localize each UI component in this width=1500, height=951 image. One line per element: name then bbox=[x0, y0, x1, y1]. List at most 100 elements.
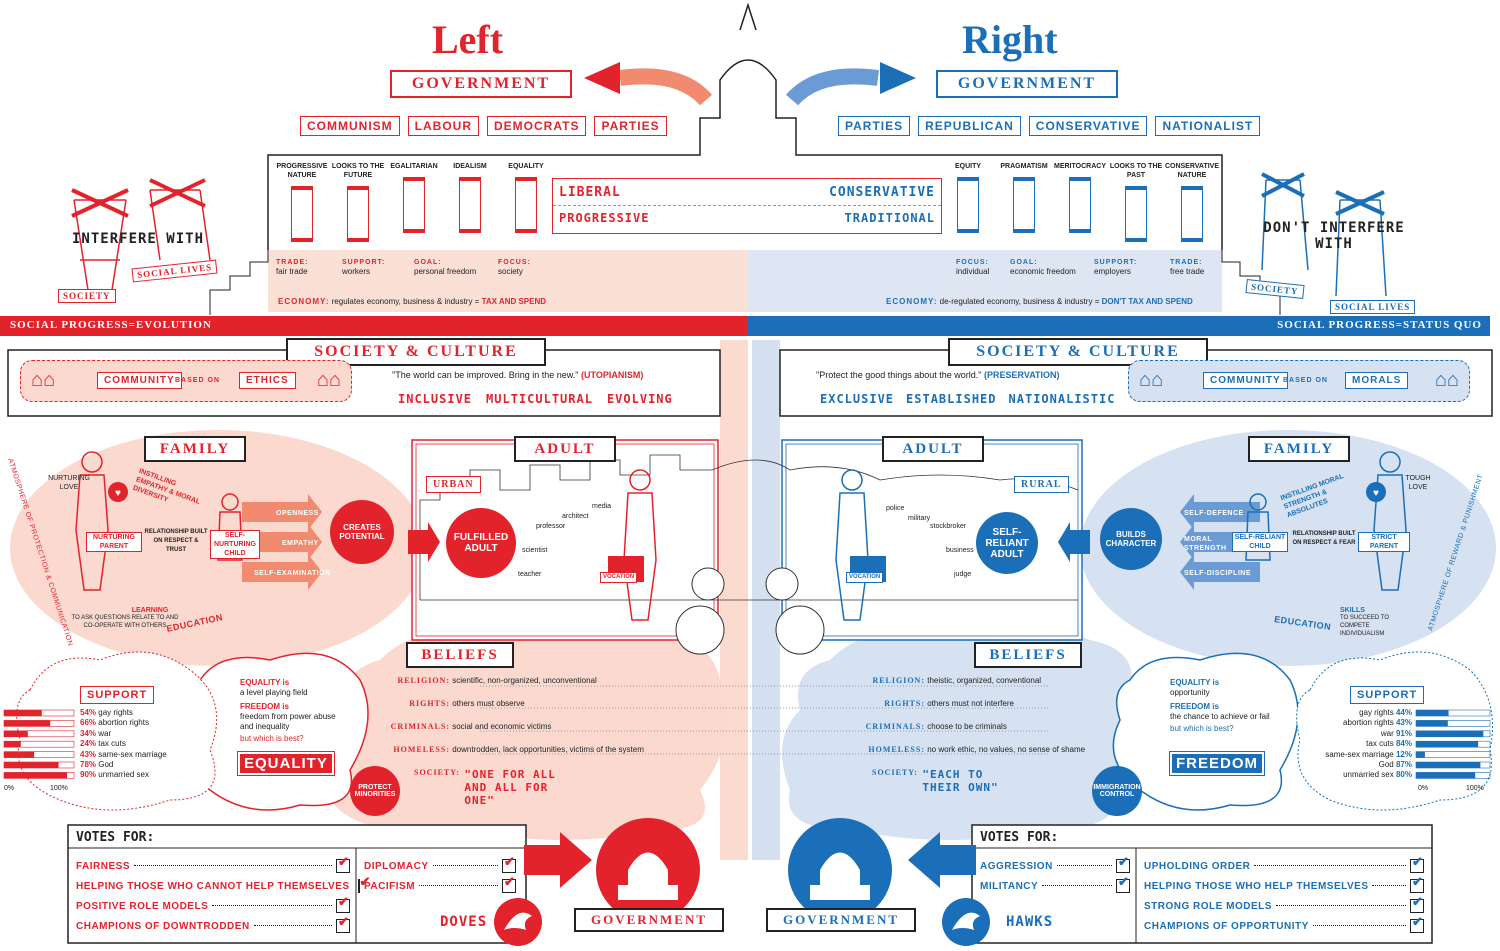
job-label: professor bbox=[536, 523, 566, 530]
doves-label: DOVES bbox=[440, 914, 488, 930]
step-item: FOCUS:individual bbox=[956, 259, 990, 276]
self-nurturing-child-label: SELF-NURTURING CHILD bbox=[210, 530, 260, 559]
right-votes-for-label: VOTES FOR: bbox=[980, 830, 1059, 845]
right-society-belief: SOCIETY: "EACH TO THEIR OWN" bbox=[872, 768, 999, 794]
community-tag: COMMUNITY bbox=[1203, 372, 1288, 389]
learning-text: TO ASK QUESTIONS RELATE TO AND CO-OPERAT… bbox=[71, 615, 179, 629]
social-lives-tag-right: SOCIAL LIVES bbox=[1330, 300, 1416, 314]
left-equality-text: EQUALITY is a level playing field FREEDO… bbox=[240, 678, 336, 743]
left-social-progress-band: SOCIAL PROGRESS=EVOLUTION bbox=[0, 316, 748, 336]
step-item: FOCUS:society bbox=[498, 259, 531, 276]
right-beliefs-banner: BELIEFS bbox=[974, 642, 1082, 668]
society-tag-left: SOCIETY bbox=[58, 289, 116, 303]
step-item: TRADE:free trade bbox=[1170, 259, 1205, 276]
support-bar bbox=[1416, 720, 1448, 727]
empathy-arrow-label: EMPATHY bbox=[282, 540, 319, 547]
self-defence-arrow-label: SELF-DEFENCE bbox=[1184, 510, 1244, 517]
pillar: EQUALITY bbox=[498, 162, 554, 242]
party-tag: PARTIES bbox=[838, 116, 911, 136]
support-row: gay rights 44% bbox=[1359, 708, 1412, 717]
conservative-label: CONSERVATIVE bbox=[829, 185, 935, 200]
left-parties: COMMUNISM LABOUR DEMOCRATS PARTIES bbox=[300, 116, 667, 136]
left-bottom-government-banner: GOVERNMENT bbox=[574, 908, 724, 932]
belief-row: CRIMINALS: choose to be criminals bbox=[865, 722, 1007, 731]
ideology-box: LIBERAL PROGRESSIVE CONSERVATIVE TRADITI… bbox=[552, 178, 942, 234]
traditional-label: TRADITIONAL bbox=[844, 211, 935, 225]
check-icon: ✔ bbox=[1410, 894, 1424, 913]
pillar: CONSERVATIVE NATURE bbox=[1164, 162, 1220, 242]
party-tag: COMMUNISM bbox=[300, 116, 400, 136]
trait: INCLUSIVE bbox=[398, 392, 473, 406]
right-steps: FOCUS:individual GOAL:economic freedom S… bbox=[956, 258, 1224, 277]
check-icon: ✔ bbox=[336, 854, 350, 873]
support-row: same-sex marriage 12% bbox=[1325, 749, 1412, 759]
support-row: God 87% bbox=[1378, 760, 1412, 770]
left-relationship-label: RELATIONSHIP BUILT ON RESPECT & TRUST bbox=[144, 529, 208, 553]
right-quote: "Protect the good things about the world… bbox=[816, 370, 1060, 380]
belief-row: RELIGION: scientific, non-organized, unc… bbox=[397, 676, 597, 685]
support-row: 66% abortion rights bbox=[80, 718, 149, 728]
left-beliefs-banner: BELIEFS bbox=[406, 642, 514, 668]
equality-answer: EQUALITY bbox=[237, 751, 335, 776]
support-bar bbox=[1416, 741, 1479, 748]
party-tag: CONSERVATIVE bbox=[1028, 116, 1148, 136]
liberal-label: LIBERAL bbox=[559, 185, 621, 200]
right-votes-list-2: UPHOLDING ORDER✔ HELPING THOSE WHO HELP … bbox=[1144, 854, 1424, 936]
vote-item: CHAMPIONS OF DOWNTRODDEN✔ bbox=[76, 914, 350, 933]
job-label: business bbox=[946, 547, 974, 554]
party-tag: REPUBLICAN bbox=[918, 116, 1021, 136]
based-on-label: BASED ON bbox=[175, 377, 220, 384]
support-bar bbox=[4, 751, 35, 758]
vote-item: POSITIVE ROLE MODELS✔ bbox=[76, 894, 350, 913]
left-economy: ECONOMY: regulates economy, business & i… bbox=[278, 297, 547, 306]
moral-strength-arrow-label: MORAL STRENGTH bbox=[1184, 536, 1227, 552]
right-support-bars bbox=[1415, 709, 1491, 779]
vote-item: STRONG ROLE MODELS✔ bbox=[1144, 894, 1424, 913]
job-label: architect bbox=[562, 513, 589, 520]
right-relationship-label: RELATIONSHIP BUILT ON RESPECT & FEAR bbox=[1292, 531, 1356, 546]
support-row: 43% same-sex marriage bbox=[80, 749, 167, 759]
house-icon: ⌂⌂ bbox=[1434, 369, 1459, 391]
hawk-icon bbox=[956, 910, 957, 911]
party-tag: DEMOCRATS bbox=[487, 116, 587, 136]
belief-row: HOMELESS: downtrodden, lack opportunitie… bbox=[393, 745, 644, 754]
trait: EXCLUSIVE bbox=[820, 392, 895, 406]
svg-text:♥: ♥ bbox=[115, 488, 121, 499]
left-government-banner: GOVERNMENT bbox=[390, 70, 572, 98]
job-label: stockbroker bbox=[930, 523, 967, 530]
dont-interfere-label: DON'T INTERFERE WITH bbox=[1263, 220, 1405, 252]
vote-item: UPHOLDING ORDER✔ bbox=[1144, 854, 1424, 873]
right-title: Right bbox=[962, 17, 1058, 62]
interfere-with-label: INTERFERE WITH bbox=[72, 231, 205, 247]
right-votes-list: AGGRESSION✔ MILITANCY✔ bbox=[980, 854, 1130, 896]
svg-text:♥: ♥ bbox=[1373, 488, 1379, 499]
step-item: GOAL:economic freedom bbox=[1010, 259, 1076, 276]
left-social-progress: SOCIAL PROGRESS=EVOLUTION bbox=[10, 319, 212, 331]
support-row: tax cuts 84% bbox=[1366, 739, 1412, 749]
support-row: 34% war bbox=[80, 728, 112, 738]
vote-item: AGGRESSION✔ bbox=[980, 854, 1130, 873]
vote-item: DIPLOMACY✔ bbox=[364, 854, 516, 873]
check-icon: ✔ bbox=[502, 854, 516, 873]
vote-item: HELPING THOSE WHO HELP THEMSELVES✔ bbox=[1144, 874, 1424, 893]
trait: MULTICULTURAL bbox=[486, 392, 593, 406]
support-bar bbox=[4, 720, 51, 727]
right-social-progress: SOCIAL PROGRESS=STATUS QUO bbox=[1277, 319, 1482, 331]
learning-label: LEARNING bbox=[131, 607, 169, 614]
support-row: abortion rights 43% bbox=[1343, 718, 1412, 728]
step-item: TRADE:fair trade bbox=[276, 259, 309, 276]
pillar: IDEALISM bbox=[442, 162, 498, 242]
job-label: scientist bbox=[522, 547, 548, 554]
support-bar bbox=[4, 762, 59, 768]
support-row: unmarried sex 80% bbox=[1343, 770, 1412, 780]
pillar: PRAGMATISM bbox=[996, 162, 1052, 242]
right-equality-text: EQUALITY is opportunity FREEDOM is the c… bbox=[1170, 678, 1270, 733]
left-steps: TRADE:fair trade SUPPORT:workers GOAL:pe… bbox=[276, 258, 568, 277]
left-axis-zero: 0% bbox=[4, 785, 15, 792]
check-icon: ✔ bbox=[336, 914, 350, 933]
right-community-box: COMMUNITY BASED ON MORALS ⌂⌂ ⌂⌂ bbox=[1128, 360, 1470, 402]
left-support-tag: SUPPORT bbox=[80, 686, 155, 704]
vote-item: HELPING THOSE WHO CANNOT HELP THEMSELVES… bbox=[76, 874, 371, 893]
self-discipline-arrow-label: SELF-DISCIPLINE bbox=[1184, 570, 1252, 577]
step-item: SUPPORT:employers bbox=[1094, 259, 1138, 276]
